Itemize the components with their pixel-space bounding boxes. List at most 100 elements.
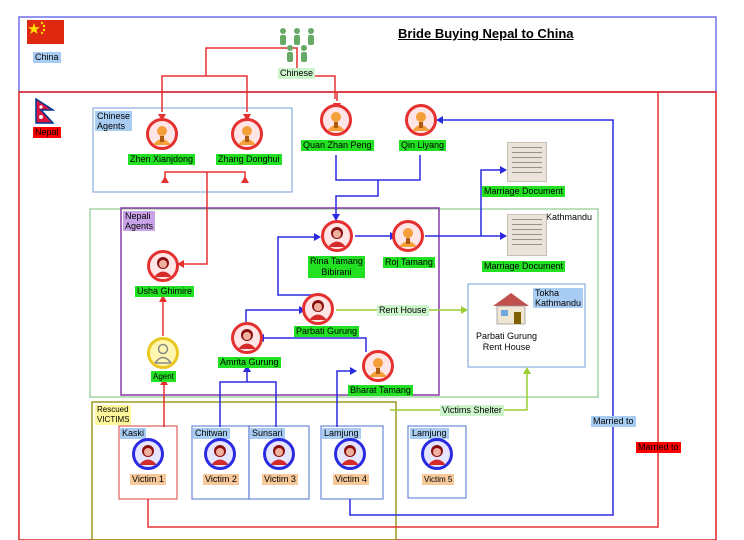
marriage-document-2-label: Marriage Document: [482, 261, 566, 272]
roj-tamang-label: Roj Tamang: [383, 257, 435, 268]
bharat-tamang-label: Bharat Tamang: [348, 385, 413, 396]
agent-label: Agent: [151, 371, 176, 382]
victim5-district: Lamjung: [410, 428, 449, 439]
quan-zhan-peng-node: [320, 104, 352, 136]
man-icon: [412, 112, 430, 131]
victim3-label: Victim 3: [262, 474, 298, 485]
nepali-agents-region-label: Nepali Agents: [123, 211, 156, 231]
victim5-node: [421, 438, 453, 470]
link-chinese-to-quan: [296, 58, 336, 99]
man-icon: [399, 228, 417, 247]
married-to-label-blue: Married to: [591, 416, 636, 427]
link-chinese-to-zhang: [206, 75, 248, 112]
nepal-flag-icon: [35, 97, 56, 124]
china-flag: [27, 20, 64, 44]
victim4-label: Victim 4: [333, 474, 369, 485]
nepali-agents-frame: [120, 207, 440, 396]
victim1-label: Victim 1: [130, 474, 166, 485]
china-region-label: China: [33, 52, 61, 63]
rina-tamang-node: [321, 220, 353, 252]
victim4-district: Lamjung: [322, 428, 361, 439]
parbati-gurung-node: [302, 293, 334, 325]
man-icon: [369, 358, 387, 377]
diagram-title: Bride Buying Nepal to China: [398, 26, 574, 41]
victim2-node: [204, 438, 236, 470]
house-icon: [489, 290, 533, 326]
rescued-victims-frame: [91, 401, 397, 540]
chinese-agents-region-label: Chinese Agents: [95, 111, 133, 131]
woman-icon: [428, 445, 446, 465]
roj-tamang-node: [392, 220, 424, 252]
zhang-donghui-node: [231, 118, 263, 150]
china-region-frame: [18, 16, 717, 93]
married-to-label-red: Married to: [636, 442, 681, 453]
woman-icon: [211, 445, 229, 465]
rescued-victims-region-label: Rescued VICTIMS: [95, 405, 132, 425]
link-victim4-to-bharat: [336, 370, 352, 427]
woman-icon: [309, 300, 327, 320]
nepal-flag: [35, 97, 56, 124]
person-outline-icon: [153, 343, 173, 364]
zhen-xianjdong-node: [146, 118, 178, 150]
agent-node: [147, 337, 179, 369]
rent-house-label: Parbati Gurung Rent House: [476, 331, 538, 352]
marriage-document-1-image: [507, 142, 547, 182]
link-married-to-red: [147, 91, 659, 528]
man-icon: [153, 126, 171, 145]
quan-zhan-peng-label: Quan Zhan Peng: [301, 140, 374, 151]
victim3-node: [263, 438, 295, 470]
victim4-frame: [320, 425, 384, 500]
link-parbati-to-rina: [277, 236, 318, 296]
woman-icon: [238, 329, 256, 349]
marriage-document-1-label: Marriage Document: [482, 186, 566, 197]
amrita-gurung-node: [231, 322, 263, 354]
bharat-tamang-node: [362, 350, 394, 382]
amrita-gurung-label: Amrita Gurung: [218, 357, 281, 368]
victim3-district: Sunsari: [250, 428, 285, 439]
link-agents-branch: [164, 171, 246, 181]
woman-icon: [270, 445, 288, 465]
rina-tamang-label: Rina Tamang Bibirani: [308, 256, 365, 278]
chinese-group-label: Chinese: [278, 68, 316, 79]
kathmandu-region-label: Kathmandu: [546, 212, 593, 222]
parbati-gurung-label: Parbati Gurung: [294, 326, 360, 337]
man-icon: [238, 126, 256, 145]
link-bharat-to-amrita: [262, 337, 367, 352]
woman-icon: [341, 445, 359, 465]
link-chinese-men-to-rina: [335, 155, 421, 181]
zhen-xianjdong-label: Zhen Xianjdong: [128, 154, 196, 165]
link-agents-to-usha: [182, 172, 208, 265]
tokha-frame: [467, 283, 586, 368]
victim5-frame: [407, 425, 467, 499]
woman-icon: [328, 227, 346, 247]
man-icon: [327, 112, 345, 131]
link-chinese-men-to-rina-2: [335, 180, 379, 216]
kathmandu-frame: [89, 208, 599, 398]
link-victims-to-amrita: [219, 381, 277, 427]
nepal-region-label: Nepal: [33, 127, 61, 138]
link-chinese-to-agents: [161, 47, 298, 112]
link-amrita-to-parbati: [245, 309, 301, 322]
marriage-document-2-image: [507, 214, 547, 256]
usha-ghimire-label: Usha Ghimire: [135, 286, 195, 297]
victim3-frame: [248, 425, 310, 500]
victim1-node: [132, 438, 164, 470]
tokha-region-label: Tokha Kathmandu: [533, 288, 584, 308]
victim5-label: Victim 5: [422, 474, 455, 485]
china-flag-stars-icon: [28, 21, 46, 35]
zhang-donghui-label: Zhang Donghui: [216, 154, 282, 165]
chinese-group-icon: [275, 26, 319, 66]
link-married-to-blue: [349, 119, 614, 516]
victim1-district: Kaski: [120, 428, 147, 439]
link-shelter: [390, 372, 528, 411]
nepal-region-frame: [18, 91, 717, 540]
victims-shelter-edge-label: Victims Shelter: [440, 405, 504, 416]
victim2-label: Victim 2: [203, 474, 239, 485]
qin-liyang-label: Qin Liyang: [399, 140, 447, 151]
link-docs: [480, 169, 500, 236]
woman-icon: [154, 257, 172, 277]
victim2-district: Chitwan: [193, 428, 230, 439]
rent-house-edge-label: Rent House: [377, 305, 429, 316]
usha-ghimire-node: [147, 250, 179, 282]
